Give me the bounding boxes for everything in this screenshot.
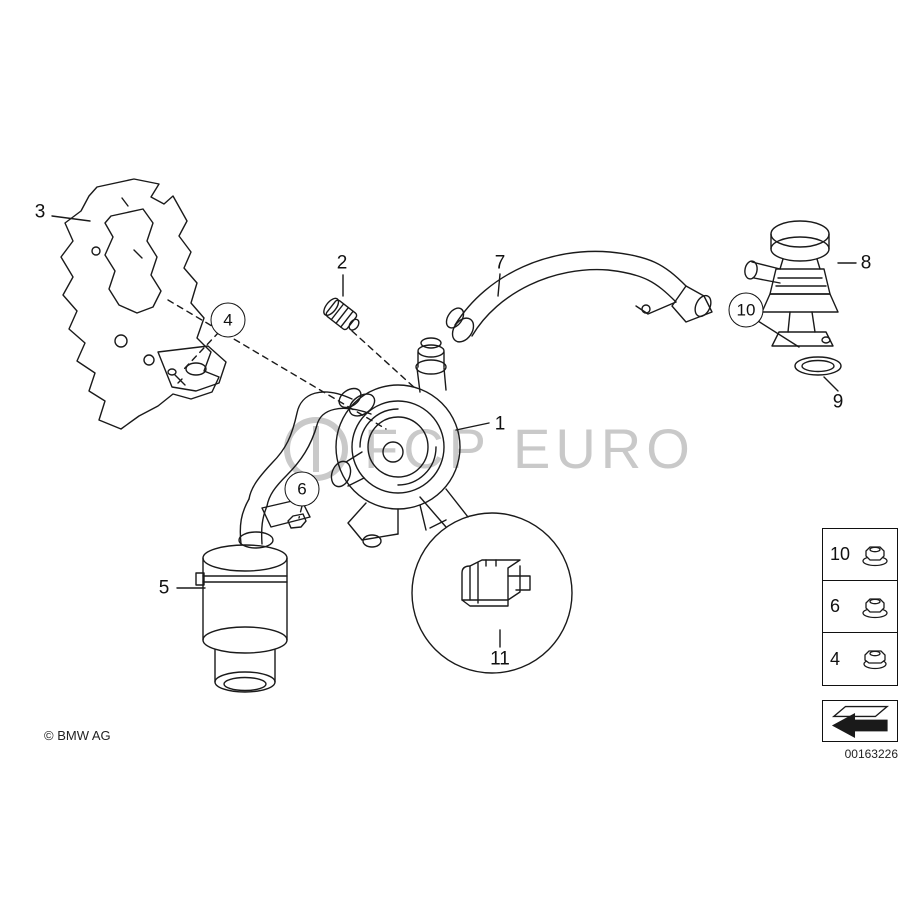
part-5-intake-silencer <box>195 387 376 693</box>
callout-6: 6 <box>284 471 320 507</box>
legend-row-6: 6 <box>823 581 897 633</box>
callout-11: 11 <box>490 648 510 670</box>
callout-1: 1 <box>494 413 506 435</box>
callout-9: 9 <box>832 391 844 413</box>
direction-arrow-icon <box>831 705 889 739</box>
part-6-bolt <box>287 513 307 529</box>
part-2-connector <box>323 297 360 331</box>
legend-label-10: 10 <box>830 544 851 564</box>
diagram-number: 00163226 <box>844 747 898 761</box>
part-11-clip-detail <box>411 488 573 674</box>
callout-4: 4 <box>210 302 246 338</box>
watermark: FCP EURO <box>284 416 717 481</box>
fastener-legend: 10 6 4 <box>822 528 898 686</box>
watermark-text-euro: EURO <box>513 417 695 480</box>
direction-arrow-box <box>822 700 898 742</box>
callout-7: 7 <box>494 252 506 274</box>
hex-nut-icon <box>863 650 887 670</box>
part-4-screw <box>167 368 186 386</box>
legend-label-6: 6 <box>830 596 841 616</box>
flange-nut-icon <box>862 597 888 618</box>
part-3-bracket <box>60 178 227 430</box>
bmw-copyright: © BMW AG <box>44 728 111 743</box>
leader-lines <box>51 215 857 648</box>
legend-row-10: 10 <box>823 529 897 581</box>
callout-3: 3 <box>34 201 46 223</box>
callout-5: 5 <box>158 577 170 599</box>
legend-row-4: 4 <box>823 633 897 685</box>
part-8-valve <box>744 220 839 347</box>
flange-nut-icon <box>862 545 888 566</box>
part-7-hose <box>445 250 713 343</box>
callout-2: 2 <box>336 252 348 274</box>
callout-10: 10 <box>728 292 764 328</box>
legend-label-4: 4 <box>830 648 841 669</box>
part-1-air-pump <box>330 337 461 548</box>
callout-8: 8 <box>860 252 872 274</box>
part-9-gasket <box>794 356 842 376</box>
